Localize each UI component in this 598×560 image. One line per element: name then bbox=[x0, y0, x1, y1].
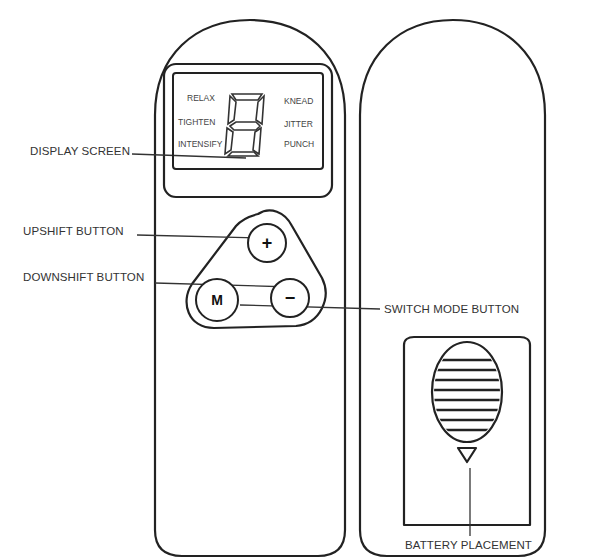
battery-door bbox=[404, 337, 530, 525]
grille-slat bbox=[425, 379, 510, 382]
mode-label: RELAX bbox=[187, 93, 215, 103]
grille-slat bbox=[425, 399, 510, 402]
grille-slat bbox=[425, 429, 510, 432]
arrow-triangle bbox=[458, 448, 476, 462]
remote-back-outline bbox=[360, 20, 545, 556]
leader-line bbox=[132, 154, 246, 158]
button-symbol: − bbox=[285, 289, 296, 307]
grille-slat bbox=[425, 419, 510, 422]
digit-eight bbox=[225, 94, 264, 156]
remote-front-outline bbox=[155, 20, 345, 556]
button-pad bbox=[187, 210, 326, 328]
display-bezel bbox=[164, 64, 332, 197]
mode-label: INTENSIFY bbox=[178, 139, 222, 149]
mode-label: JITTER bbox=[284, 119, 313, 129]
button-symbol: + bbox=[262, 234, 273, 252]
upshift-button: + bbox=[247, 223, 287, 263]
battery-label: BATTERY PLACEMENT bbox=[405, 539, 532, 551]
leader-line bbox=[469, 468, 470, 536]
switch-mode-label: SWITCH MODE BUTTON bbox=[384, 303, 519, 315]
grille-slat bbox=[425, 389, 510, 392]
downshift-label: DOWNSHIFT BUTTON bbox=[23, 271, 144, 283]
grille-slat bbox=[425, 369, 510, 372]
mode-label: KNEAD bbox=[284, 96, 313, 106]
upshift-label: UPSHIFT BUTTON bbox=[23, 225, 124, 237]
grille-slat bbox=[425, 359, 510, 362]
mode-label: PUNCH bbox=[284, 139, 314, 149]
downshift-button: − bbox=[270, 278, 310, 318]
display-label: DISPLAY SCREEN bbox=[30, 145, 130, 157]
grille-slat bbox=[425, 409, 510, 412]
button-symbol: M bbox=[211, 293, 223, 307]
mode-label: TIGHTEN bbox=[178, 117, 215, 127]
display-screen: RELAX TIGHTEN INTENSIFY KNEAD JITTER PUNCH bbox=[172, 72, 324, 170]
battery-grille bbox=[432, 342, 502, 442]
leader-line bbox=[137, 235, 262, 238]
mode-button: M bbox=[195, 278, 239, 322]
leader-line bbox=[240, 305, 380, 309]
